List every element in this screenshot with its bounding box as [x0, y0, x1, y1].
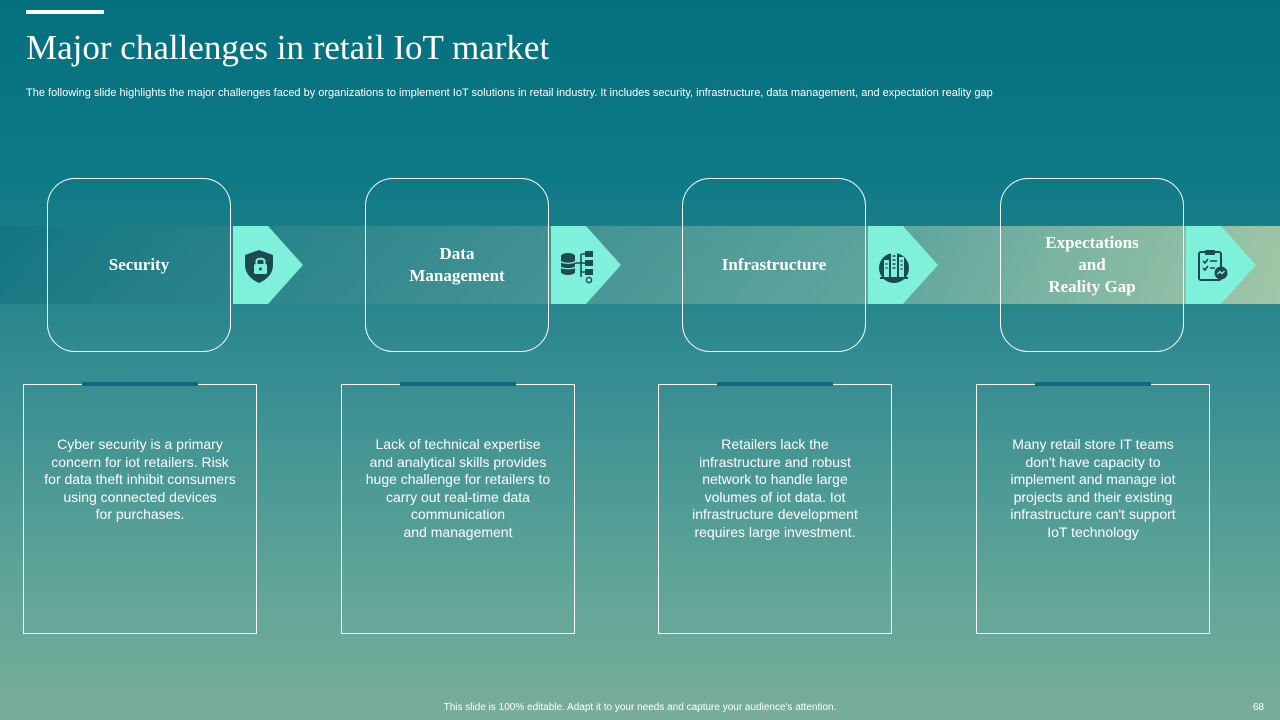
challenge-card-security: Security [47, 178, 231, 352]
page-number: 68 [1252, 702, 1264, 713]
description-accent-bar [82, 382, 198, 386]
challenge-description-data-management: Lack of technical expertise and analytic… [341, 382, 575, 634]
description-accent-bar [1035, 382, 1151, 386]
challenge-label: Data Management [409, 244, 505, 285]
challenge-card-expectations-reality-gap: Expectations and Reality Gap [1000, 178, 1184, 352]
building-globe-icon [879, 252, 909, 283]
description-accent-bar [717, 382, 833, 386]
challenge-card-data-management: Data Management [365, 178, 549, 352]
description-text: Retailers lack the infrastructure and ro… [692, 436, 858, 540]
footer-note: This slide is 100% editable. Adapt it to… [443, 702, 837, 713]
process-band [0, 226, 1280, 304]
page-title: Major challenges in retail IoT market [26, 28, 550, 67]
description-accent-bar [400, 382, 516, 386]
challenge-description-expectations-reality-gap: Many retail store IT teams don't have ca… [976, 382, 1210, 634]
challenge-description-security: Cyber security is a primary concern for … [23, 382, 257, 634]
shield-lock-icon [245, 250, 273, 283]
challenge-description-infrastructure: Retailers lack the infrastructure and ro… [658, 382, 892, 634]
challenge-label: Infrastructure [721, 255, 827, 274]
description-text: Many retail store IT teams don't have ca… [1010, 436, 1176, 540]
challenge-card-infrastructure: Infrastructure [682, 178, 866, 352]
page-subtitle: The following slide highlights the major… [26, 87, 993, 99]
challenge-label: Expectations and Reality Gap [1045, 233, 1139, 296]
description-text: Lack of technical expertise and analytic… [365, 436, 551, 540]
challenge-label: Security [108, 255, 170, 274]
title-accent-bar [26, 10, 104, 14]
clipboard-checklist-icon [1198, 250, 1228, 281]
database-network-icon [560, 251, 593, 284]
description-text: Cyber security is a primary concern for … [44, 436, 236, 523]
